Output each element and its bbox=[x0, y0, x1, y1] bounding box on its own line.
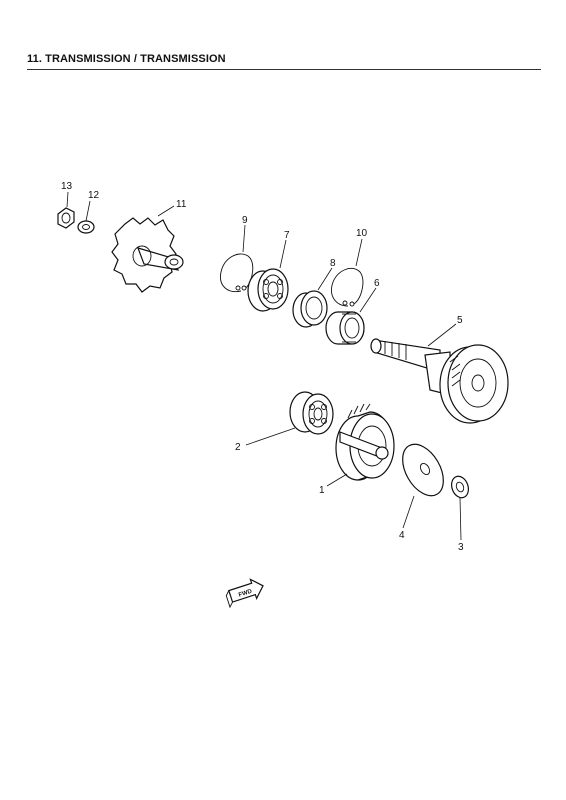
callout-4: 4 bbox=[399, 530, 405, 541]
part-9-circlip bbox=[220, 253, 254, 293]
part-1-countershaft-gear bbox=[335, 403, 395, 481]
part-10-circlip bbox=[331, 268, 364, 307]
callout-11: 11 bbox=[176, 199, 187, 210]
page-title: 11. TRANSMISSION / TRANSMISSION bbox=[27, 53, 226, 65]
part-12-washer bbox=[77, 220, 95, 234]
callout-1: 1 bbox=[319, 485, 325, 496]
part-2-bearing bbox=[289, 391, 334, 435]
part-13-nut bbox=[57, 207, 75, 229]
callout-6: 6 bbox=[374, 278, 380, 289]
callout-labels: 13 12 11 9 7 10 8 6 5 2 1 4 3 bbox=[61, 181, 464, 553]
callout-12: 12 bbox=[88, 190, 100, 201]
callout-10: 10 bbox=[356, 228, 368, 239]
fwd-direction-marker: FWD bbox=[225, 578, 264, 609]
fwd-label: FWD bbox=[238, 588, 253, 598]
part-6-needle-bearing bbox=[325, 311, 365, 345]
part-8-bearing bbox=[292, 290, 328, 328]
callout-8: 8 bbox=[330, 258, 336, 269]
part-5-main-axle bbox=[370, 338, 509, 424]
part-4-thrust-washer bbox=[402, 443, 444, 497]
callout-9: 9 bbox=[242, 215, 248, 226]
part-3-washer bbox=[450, 475, 470, 499]
callout-2: 2 bbox=[235, 442, 241, 453]
part-7-bearing bbox=[247, 268, 289, 312]
callout-13: 13 bbox=[61, 181, 73, 192]
callout-5: 5 bbox=[457, 315, 463, 326]
leader-lines bbox=[66, 191, 462, 541]
page-header: 11. TRANSMISSION / TRANSMISSION bbox=[27, 52, 541, 70]
part-11-sprocket bbox=[111, 217, 184, 293]
callout-7: 7 bbox=[284, 230, 290, 241]
callout-3: 3 bbox=[458, 542, 464, 553]
